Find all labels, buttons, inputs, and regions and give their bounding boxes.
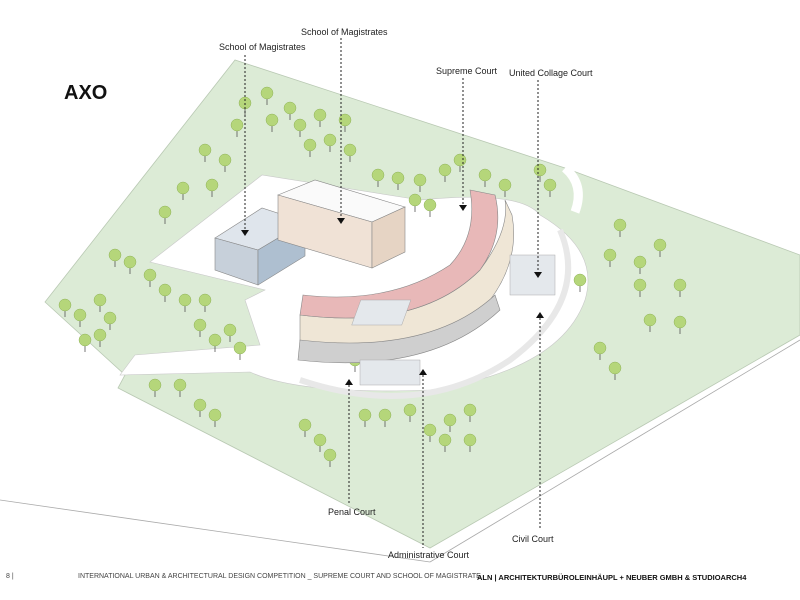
tree-icon — [438, 163, 452, 182]
tree-icon — [443, 413, 457, 432]
tree-icon — [93, 328, 107, 347]
tree-icon — [208, 333, 222, 352]
tree-icon — [265, 113, 279, 132]
tree-icon — [298, 418, 312, 437]
tree-icon — [371, 168, 385, 187]
courtyard — [509, 254, 556, 296]
road-edge-line — [429, 339, 800, 563]
tree-icon — [343, 143, 357, 162]
tree-icon — [653, 238, 667, 257]
authors: ALN | ARCHITEKTURBÜROLEINHÄUPL + NEUBER … — [477, 573, 747, 582]
tree-icon — [408, 193, 422, 212]
tree-icon — [230, 118, 244, 137]
tree-icon — [193, 398, 207, 417]
tree-icon — [313, 433, 327, 452]
trees — [58, 86, 687, 467]
tree-icon — [543, 178, 557, 197]
tree-icon — [283, 101, 297, 120]
tree-icon — [313, 108, 327, 127]
tree-icon — [323, 133, 337, 152]
tree-icon — [198, 293, 212, 312]
tree-icon — [633, 255, 647, 274]
tree-icon — [673, 315, 687, 334]
tree-icon — [358, 408, 372, 427]
tree-icon — [148, 378, 162, 397]
tree-icon — [208, 408, 222, 427]
label-united-collage-court: United Collage Court — [509, 68, 593, 78]
tree-icon — [198, 143, 212, 162]
tree-icon — [423, 423, 437, 442]
label-civil-court: Civil Court — [512, 534, 554, 544]
tree-icon — [158, 283, 172, 302]
tree-icon — [463, 403, 477, 422]
tree-icon — [478, 168, 492, 187]
tree-icon — [260, 86, 274, 105]
tree-icon — [58, 298, 72, 317]
tree-icon — [293, 118, 307, 137]
label-school-of-magistrates: School of Magistrates — [219, 42, 306, 52]
tree-icon — [78, 333, 92, 352]
tree-icon — [673, 278, 687, 297]
tree-icon — [233, 341, 247, 360]
tree-icon — [413, 173, 427, 192]
tree-icon — [108, 248, 122, 267]
tree-icon — [463, 433, 477, 452]
courtyard — [359, 359, 421, 386]
courtyard — [351, 299, 412, 326]
tree-icon — [205, 178, 219, 197]
tree-icon — [303, 138, 317, 157]
tree-icon — [573, 273, 587, 292]
tree-icon — [423, 198, 437, 217]
tree-icon — [323, 448, 337, 467]
label-penal-court: Penal Court — [328, 507, 376, 517]
tree-icon — [93, 293, 107, 312]
label-administrative-court: Administrative Court — [388, 550, 470, 560]
school-main-block-side — [371, 206, 406, 269]
tree-icon — [438, 433, 452, 452]
tree-icon — [593, 341, 607, 360]
tree-icon — [176, 181, 190, 200]
tree-icon — [391, 171, 405, 190]
tree-icon — [158, 205, 172, 224]
tree-icon — [603, 248, 617, 267]
tree-icon — [533, 163, 547, 182]
school-of-magistrates-buildings — [214, 179, 406, 286]
access-road — [561, 164, 583, 214]
tree-icon — [403, 403, 417, 422]
tree-icon — [143, 268, 157, 287]
tree-icon — [223, 323, 237, 342]
road-edge-line — [0, 499, 431, 563]
label-supreme-court: Supreme Court — [436, 66, 498, 76]
tree-icon — [633, 278, 647, 297]
competition-title: INTERNATIONAL URBAN & ARCHITECTURAL DESI… — [78, 573, 481, 580]
supreme-court-building — [297, 189, 556, 386]
tree-icon — [338, 113, 352, 132]
court-ring-road — [299, 228, 572, 399]
tree-icon — [608, 361, 622, 380]
tree-icon — [173, 378, 187, 397]
tree-icon — [643, 313, 657, 332]
tree-icon — [73, 308, 87, 327]
tree-icon — [193, 318, 207, 337]
tree-icon — [218, 153, 232, 172]
label-school-of-magistrates: School of Magistrates — [301, 27, 388, 37]
tree-icon — [378, 408, 392, 427]
tree-icon — [123, 255, 137, 274]
tree-icon — [178, 293, 192, 312]
court-roof — [299, 189, 499, 319]
tree-icon — [613, 218, 627, 237]
leader-arrows — [241, 205, 544, 385]
tree-icon — [498, 178, 512, 197]
drawing-title: AXO — [64, 82, 108, 104]
page-number: 8 | — [6, 573, 14, 580]
tree-icon — [103, 311, 117, 330]
leader-lines — [244, 38, 541, 548]
